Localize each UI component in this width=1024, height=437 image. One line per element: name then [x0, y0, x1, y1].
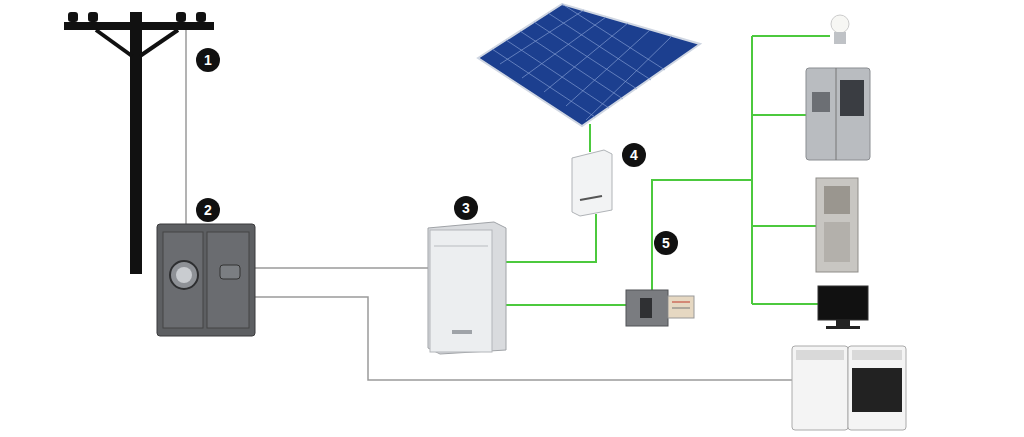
- light-bulb: [831, 15, 849, 44]
- callout-number: 4: [622, 143, 646, 167]
- callout-number: 5: [654, 231, 678, 255]
- meter-box: [157, 224, 255, 336]
- inverter: [572, 150, 612, 216]
- callout-number: 2: [196, 198, 220, 222]
- washer-dryer: [792, 346, 906, 430]
- television: [818, 286, 868, 329]
- grid-wiring: [186, 30, 792, 380]
- furnace: [816, 178, 858, 272]
- refrigerator: [806, 68, 870, 160]
- solar-panel: [478, 4, 700, 126]
- callout-number: 1: [196, 48, 220, 72]
- backup-subpanel: [626, 290, 694, 326]
- callout-number: 3: [454, 196, 478, 220]
- battery-cabinet: [428, 222, 506, 354]
